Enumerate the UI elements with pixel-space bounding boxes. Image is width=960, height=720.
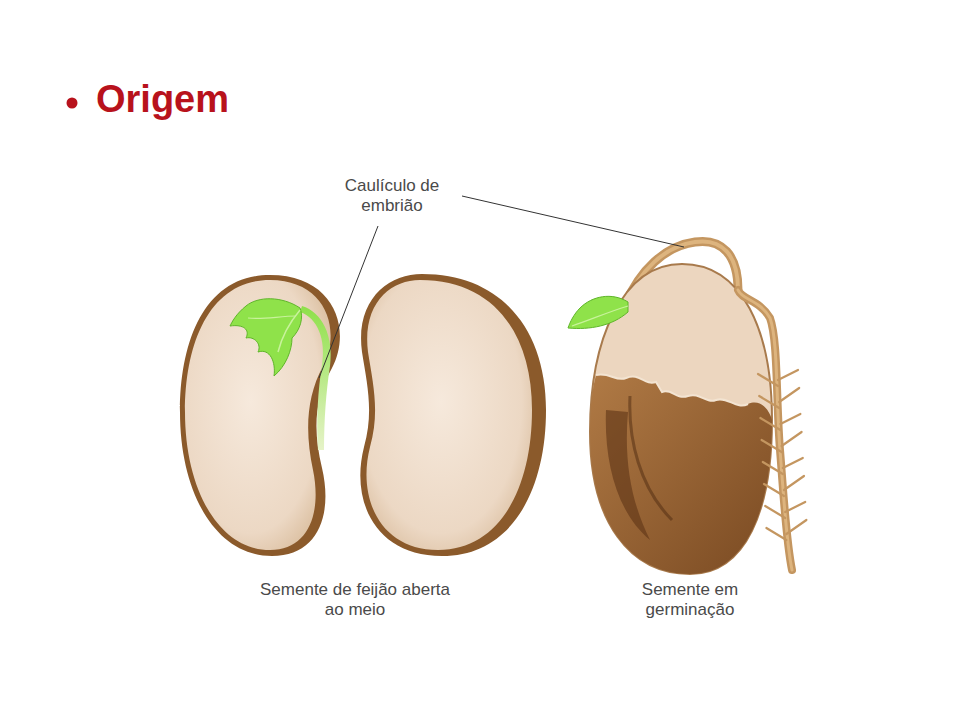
slide-title: Origem [96,78,229,121]
leader-line [319,196,684,378]
part-label: Caulículo de embrião [332,176,452,217]
bullet [67,98,78,109]
bean-half-left [180,275,340,556]
bean-half-right [360,274,546,556]
figure-caption: Semente em germinação [615,580,765,621]
figure-caption: Semente de feijão aberta ao meio [255,580,455,621]
germinating-seed [568,241,806,574]
